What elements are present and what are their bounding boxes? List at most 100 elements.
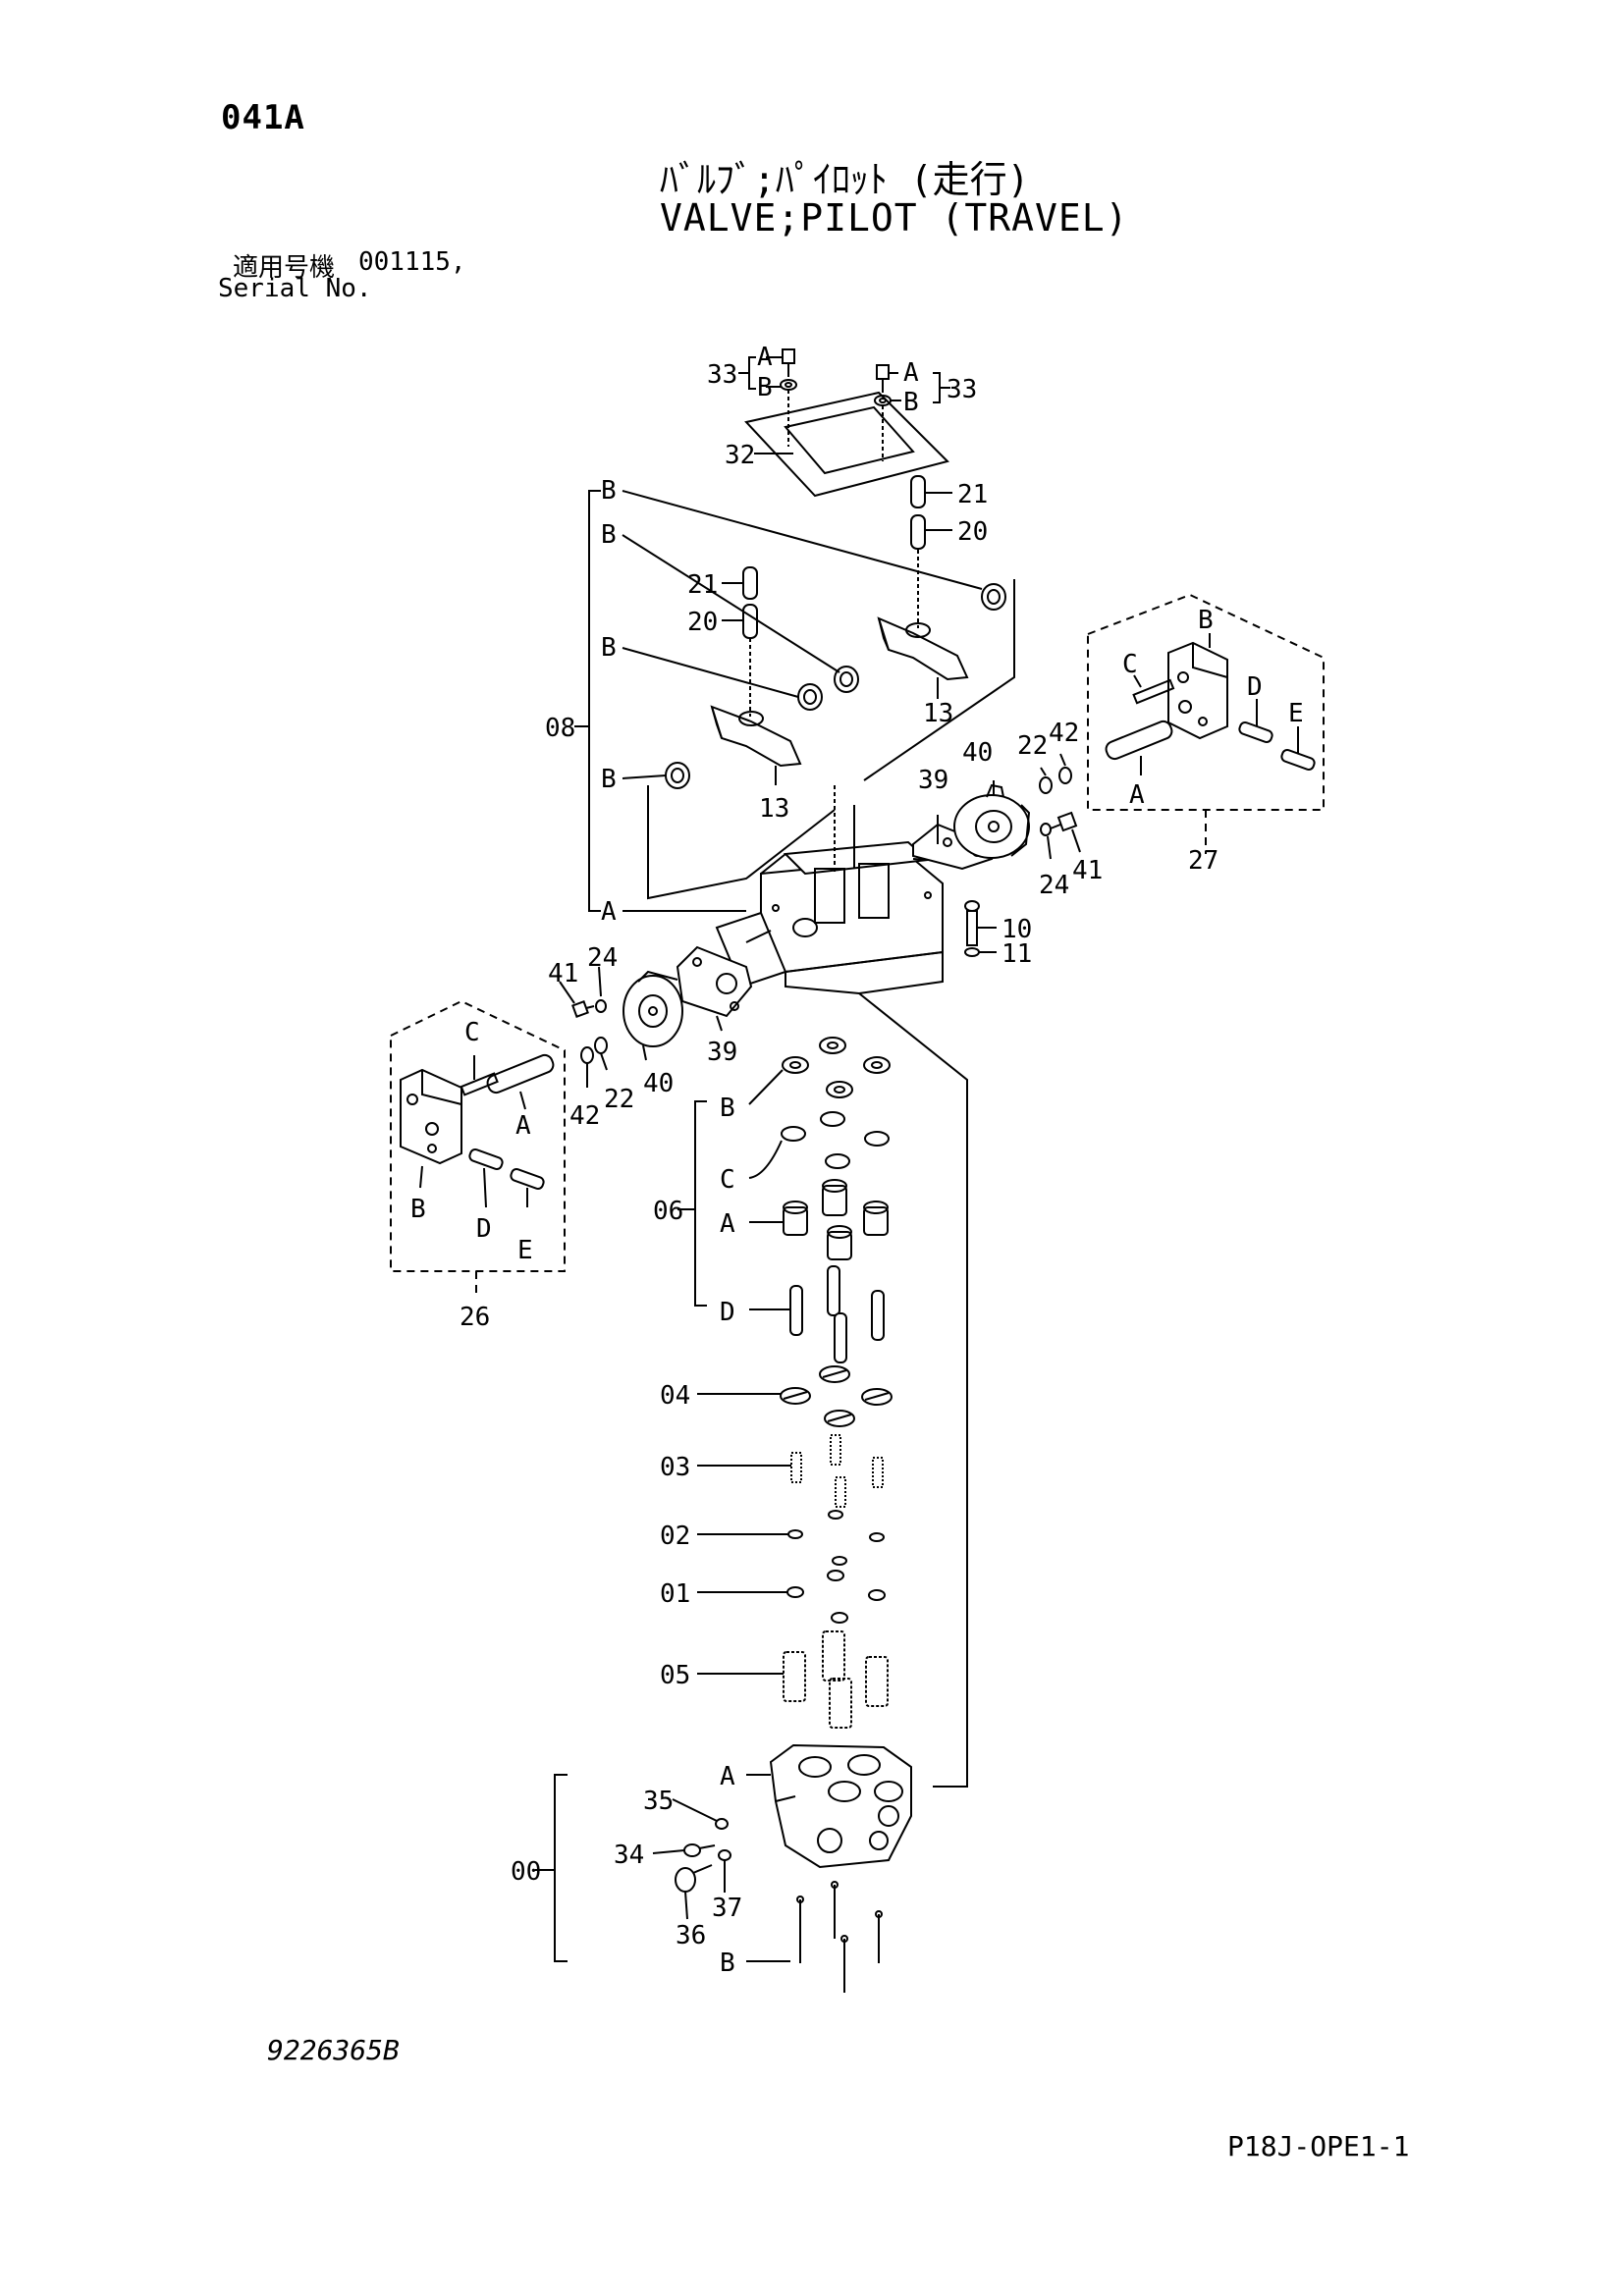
gasket-39-left [676,945,753,1018]
washer-11 [964,947,980,957]
detent-block-left [400,1068,462,1165]
letter-d: D [476,1214,492,1244]
spring-03 [790,1434,884,1508]
pin-d-right [1238,721,1273,744]
letter-c: C [1122,650,1138,679]
letter-b: B [601,633,617,663]
callout-20-left: 20 [687,608,718,637]
page-code: 041A [221,98,305,137]
callout-32: 32 [725,441,755,470]
letter-c: C [464,1018,480,1047]
seal-b-1 [782,1056,809,1074]
serial-label-english: Serial No. [218,274,372,303]
callout-13-left: 13 [759,794,789,824]
spring-05 [783,1630,889,1729]
pusher-d-3 [871,1290,885,1341]
title-japanese: ﾊﾞﾙﾌﾞ;ﾊﾟｲﾛｯﾄ (走行) [660,158,1030,201]
housing-body [715,840,944,995]
detent-pin-c-left [460,1072,499,1096]
pusher-d-1 [789,1285,803,1336]
letter-b: B [903,388,919,417]
callout-27: 27 [1188,846,1218,876]
plug-a-3 [863,1201,889,1236]
spool-a-left [486,1053,555,1095]
callout-36: 36 [676,1921,706,1950]
callout-11: 11 [1001,939,1032,969]
sheet-code: P18J-OPE1-1 [1227,2130,1410,2163]
spring-seat-04 [780,1365,893,1427]
letter-b: B [720,1094,735,1123]
callout-01: 01 [660,1579,690,1609]
plug-a-2 [822,1179,847,1216]
callout-41-left: 41 [548,959,578,988]
callout-labels: 33 33 32 21 20 21 20 13 13 08 39 40 22 4… [460,360,1218,1950]
washer-24-left [595,999,607,1013]
serial-value: 001115, [358,247,466,277]
cover-40-left [623,970,683,1047]
callout-06: 06 [653,1197,683,1226]
callout-42-left: 42 [569,1101,600,1131]
detent-pin-c-right [1132,678,1175,705]
letter-a: A [757,343,773,372]
letter-b: B [601,476,617,506]
letter-b: B [410,1195,426,1224]
callout-10: 10 [1001,915,1032,944]
callout-04: 04 [660,1381,690,1411]
serial-label-japanese: 適用号機 [233,253,336,283]
screw-33-left [780,348,797,391]
callout-33-left: 33 [707,360,737,390]
washer-01 [786,1570,886,1624]
letter-c: C [720,1165,735,1195]
callout-34: 34 [614,1841,644,1870]
lower-body [769,1743,912,1869]
callout-24-right: 24 [1039,871,1069,900]
callout-00: 00 [511,1857,541,1887]
callout-22-right: 22 [1017,731,1048,761]
callout-42-right: 42 [1049,719,1079,748]
callout-03: 03 [660,1453,690,1482]
screw-10 [964,900,980,946]
callout-20-right: 20 [957,517,988,547]
letter-d: D [1247,672,1263,702]
cam-13-left [710,705,802,768]
seal-b-4 [826,1081,853,1098]
spool-a-right [1105,720,1173,761]
washer-02 [787,1510,885,1566]
plug-34 [683,1843,716,1857]
letter-b: B [1198,606,1214,635]
plug-a-1 [783,1201,808,1236]
pin-e-right [1280,748,1316,772]
callout-41-right: 41 [1072,856,1103,885]
callout-08: 08 [545,714,575,743]
pusher-d-4 [834,1312,847,1363]
pin-20-right [910,514,926,550]
bushing-b-1 [981,583,1006,611]
pin-21-right [910,475,926,508]
cover-40-right [953,783,1031,859]
callout-40-right: 40 [962,738,993,768]
callout-35: 35 [643,1787,674,1816]
letter-e: E [1288,699,1304,728]
cover-plate-32 [744,391,949,498]
drawing-number: 9226365B [267,2034,400,2066]
letter-a: A [1129,780,1145,810]
letter-b: B [601,765,617,794]
callout-21-right: 21 [957,480,988,509]
callout-39-right: 39 [918,766,948,795]
callout-37: 37 [712,1894,742,1923]
pin-e-left [510,1167,545,1191]
callout-13-right: 13 [923,699,953,728]
callout-05: 05 [660,1661,690,1690]
callout-39-left: 39 [707,1038,737,1067]
letter-markers: A B A B B B B B A B C D E A C A B D E B … [410,343,1304,1978]
callout-02: 02 [660,1522,690,1551]
letter-b: B [601,520,617,550]
letter-e: E [517,1236,533,1265]
seal-b-2 [819,1037,846,1054]
callout-24-left: 24 [587,943,618,973]
seal-b-3 [863,1056,891,1074]
plug-36 [675,1864,713,1893]
callout-21-left: 21 [687,570,718,600]
title-english: VALVE;PILOT (TRAVEL) [660,196,1129,240]
